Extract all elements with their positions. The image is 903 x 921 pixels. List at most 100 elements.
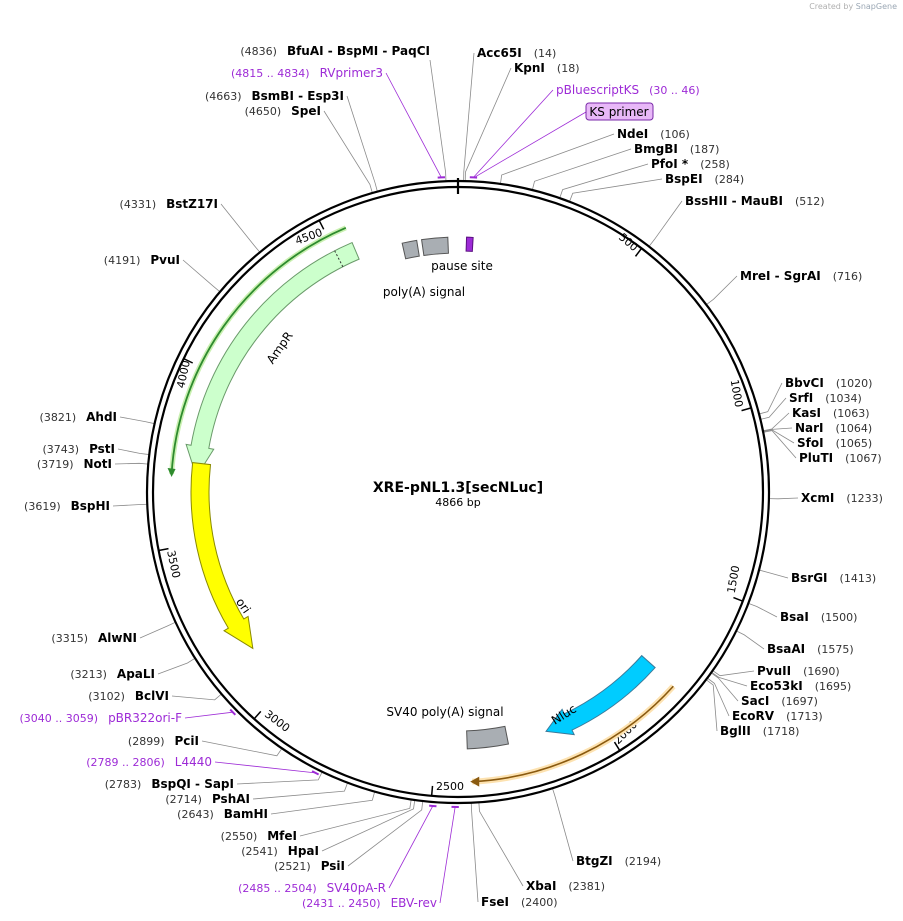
enzyme-name: PsiI [321, 859, 345, 873]
tick-mark-500 [634, 247, 643, 257]
enzyme-label: MreI - SgrAI(716) [740, 269, 862, 283]
enzyme-connector [470, 802, 479, 903]
primer-range: (2431 .. 2450) [302, 897, 381, 910]
enzyme-site-acc65i[interactable]: Acc65I(14) [477, 46, 556, 60]
enzyme-site-bspei[interactable]: BspEI(284) [665, 172, 744, 186]
enzyme-site-saci[interactable]: SacI(1697) [741, 694, 818, 708]
primer-range: (2485 .. 2504) [238, 882, 317, 895]
enzyme-label: (2643) BamHI [177, 807, 268, 821]
enzyme-site-srfi[interactable]: SrfI(1034) [789, 391, 862, 405]
enzyme-site-bclvi[interactable]: (3102)BclVI [88, 689, 169, 703]
primer-site-pbr322ori-f[interactable]: (3040 .. 3059)pBR322ori-F [20, 711, 183, 725]
enzyme-site-mfei[interactable]: (2550)MfeI [221, 829, 297, 843]
enzyme-connector [762, 412, 790, 432]
enzyme-site-pvui[interactable]: (4191)PvuI [104, 253, 180, 267]
primer-site-l4440[interactable]: (2789 .. 2806)L4440 [86, 755, 212, 769]
enzyme-connector [236, 771, 323, 785]
enzyme-site-fsei[interactable]: FseI(2400) [481, 895, 558, 909]
enzyme-connector [171, 693, 222, 701]
enzyme-name: PvuI [150, 253, 180, 267]
enzyme-site-bfuai-bspmi-paqci[interactable]: (4836)BfuAI - BspMI - PaqCI [240, 44, 430, 58]
enzyme-site-pvuii[interactable]: PvuII(1690) [757, 664, 840, 678]
enzyme-site-xcmi[interactable]: XcmI(1233) [801, 491, 883, 505]
enzyme-site-alwni[interactable]: (3315)AlwNI [51, 631, 137, 645]
feature-poly-a-signal[interactable] [401, 239, 420, 260]
enzyme-site-mrei-sgrai[interactable]: MreI - SgrAI(716) [740, 269, 862, 283]
enzyme-label: SrfI(1034) [789, 391, 862, 405]
enzyme-site-noti[interactable]: (3719)NotI [37, 457, 112, 471]
enzyme-site-pluti[interactable]: PluTI(1067) [799, 451, 882, 465]
enzyme-position: (4836) [240, 45, 277, 58]
enzyme-site-pcii[interactable]: (2899)PciI [128, 734, 199, 748]
tick-label-2500: 2500 [436, 780, 464, 793]
enzyme-site-psii[interactable]: (2521)PsiI [274, 859, 345, 873]
enzyme-site-bsai[interactable]: BsaI(1500) [780, 610, 857, 624]
orange-accent-arc [472, 685, 674, 783]
tick-mark-3500 [158, 547, 169, 552]
enzyme-site-apali[interactable]: (3213) ApaLI [70, 667, 155, 681]
enzyme-site-bspqi-sapi[interactable]: (2783)BspQI - SapI [105, 777, 234, 791]
enzyme-site-btgzi[interactable]: BtgZI(2194) [576, 854, 661, 868]
primer-site-pbluescriptks[interactable]: pBluescriptKS(30 .. 46) [556, 83, 700, 97]
enzyme-site-ndei[interactable]: NdeI (106) [617, 127, 690, 141]
enzyme-site-nari[interactable]: NarI(1064) [795, 421, 872, 435]
enzyme-label: XcmI(1233) [801, 491, 883, 505]
enzyme-site-bsrgi[interactable]: BsrGI(1413) [791, 571, 876, 585]
feature-primer-site[interactable] [465, 236, 474, 252]
enzyme-site-kasi[interactable]: KasI(1063) [792, 406, 870, 420]
feature-ampr[interactable] [185, 241, 360, 478]
enzyme-site-ahdi[interactable]: (3821)AhdI [40, 410, 117, 424]
enzyme-site-bstz17i[interactable]: (4331)BstZ17I [120, 197, 218, 211]
enzyme-site-bmgbi[interactable]: BmgBI(187) [634, 142, 719, 156]
enzyme-position: (716) [833, 270, 863, 283]
enzyme-label: BtgZI(2194) [576, 854, 661, 868]
primer-site-rvprimer3[interactable]: (4815 .. 4834)RVprimer3 [231, 66, 383, 80]
feature-nluc[interactable] [545, 654, 656, 736]
enzyme-connector [114, 462, 149, 465]
enzyme-site-ecorv[interactable]: EcoRV(1713) [732, 709, 823, 723]
enzyme-label: KpnI(18) [514, 61, 580, 75]
enzyme-site-pfoi[interactable]: PfoI *(258) [651, 157, 730, 171]
enzyme-site-bsmbi-esp3i[interactable]: (4663)BsmBI - Esp3I [205, 89, 344, 103]
enzyme-name: NdeI [617, 127, 648, 141]
enzyme-label: NarI(1064) [795, 421, 872, 435]
enzyme-position: (106) [660, 128, 690, 141]
enzyme-label: (3315)AlwNI [51, 631, 137, 645]
enzyme-site-bglii[interactable]: BglII(1718) [720, 724, 799, 738]
enzyme-site-bsshii-maubi[interactable]: BssHII - MauBI(512) [685, 194, 825, 208]
feature-pause-site[interactable] [421, 236, 449, 257]
primer-site-sv40pa-r[interactable]: (2485 .. 2504)SV40pA-R [238, 881, 386, 895]
enzyme-site-sfoi[interactable]: SfoI(1065) [797, 436, 872, 450]
primer-site-ebv-rev[interactable]: (2431 .. 2450)EBV-rev [302, 896, 437, 910]
feature-ori[interactable] [190, 462, 254, 650]
enzyme-connector [552, 788, 574, 862]
enzyme-connector [270, 791, 376, 815]
enzyme-site-pshai[interactable]: (2714)PshAI [165, 792, 250, 806]
enzyme-connector [347, 800, 424, 867]
snapgene-watermark: Created by SnapGene [809, 2, 897, 11]
enzyme-site-psti[interactable]: (3743)PstI [42, 442, 115, 456]
enzyme-site-bsphi[interactable]: (3619)BspHI [24, 499, 110, 513]
enzyme-label: KasI(1063) [792, 406, 870, 420]
enzyme-connector [323, 110, 373, 194]
primer-range: (2789 .. 2806) [86, 756, 165, 769]
feature-sv40-poly-a-signal[interactable] [466, 725, 510, 750]
enzyme-position: (2643) [177, 808, 214, 821]
enzyme-name: BclVI [135, 689, 169, 703]
enzyme-position: (3315) [51, 632, 88, 645]
enzyme-site-spei[interactable]: (4650)SpeI [245, 104, 321, 118]
enzyme-name: BamHI [224, 807, 268, 821]
enzyme-name: ApaLI [117, 667, 155, 681]
enzyme-label: SacI(1697) [741, 694, 818, 708]
tick-label-4000: 4000 [174, 359, 193, 389]
enzyme-site-bamhi[interactable]: (2643) BamHI [177, 807, 268, 821]
enzyme-site-xbai[interactable]: XbaI(2381) [526, 879, 605, 893]
enzyme-site-bbvci[interactable]: BbvCI(1020) [785, 376, 872, 390]
enzyme-name: SpeI [291, 104, 321, 118]
enzyme-position: (3213) [70, 668, 107, 681]
ks-primer-tag[interactable]: KS primer [585, 102, 654, 121]
enzyme-site-hpai[interactable]: (2541)HpaI [241, 844, 319, 858]
enzyme-site-bsaai[interactable]: BsaAI(1575) [767, 642, 854, 656]
enzyme-site-kpni[interactable]: KpnI(18) [514, 61, 580, 75]
enzyme-site-eco53ki[interactable]: Eco53kI(1695) [750, 679, 851, 693]
